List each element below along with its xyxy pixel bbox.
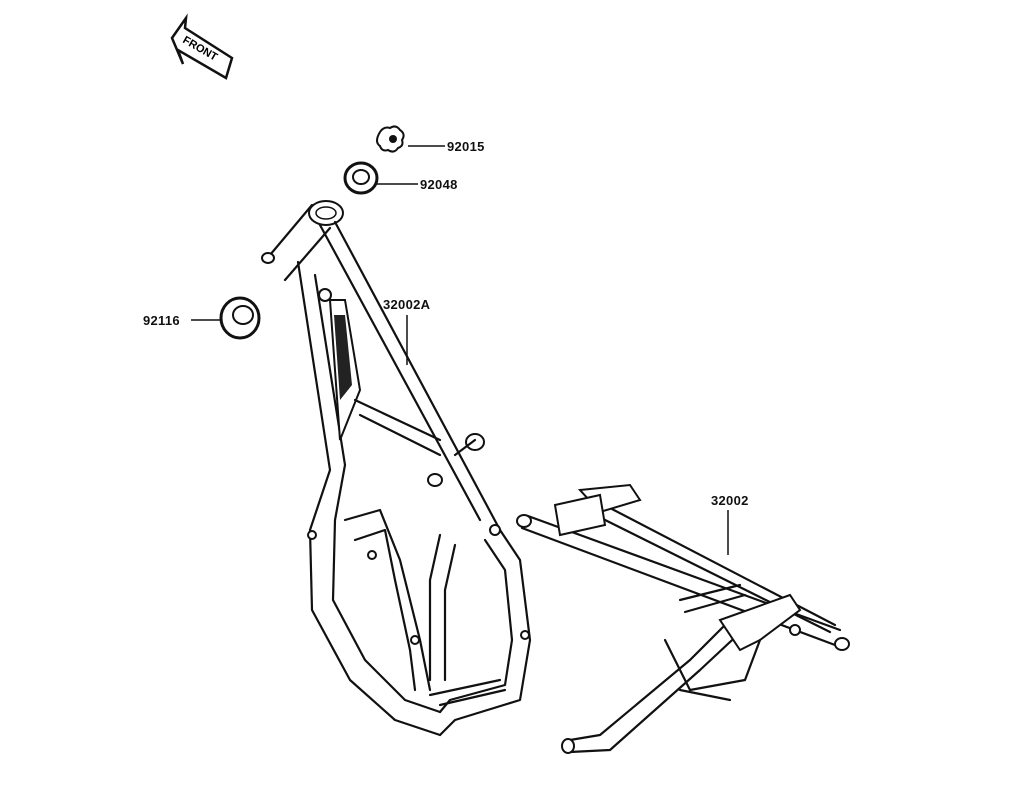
part-label-92048: 92048	[420, 177, 458, 192]
front-arrow-icon: FRONT	[170, 13, 234, 80]
bearing-92116-icon	[191, 296, 261, 340]
main-frame-32002a-drawing	[261, 200, 532, 737]
part-label-32002a: 32002A	[383, 297, 431, 312]
part-label-92116: 92116	[143, 313, 180, 328]
part-label-92015: 92015	[447, 139, 485, 154]
bearing-92048-icon	[343, 161, 418, 195]
part-label-32002: 32002	[711, 493, 749, 508]
nut-92015-icon	[376, 125, 445, 153]
rear-subframe-32002-drawing	[516, 483, 850, 754]
